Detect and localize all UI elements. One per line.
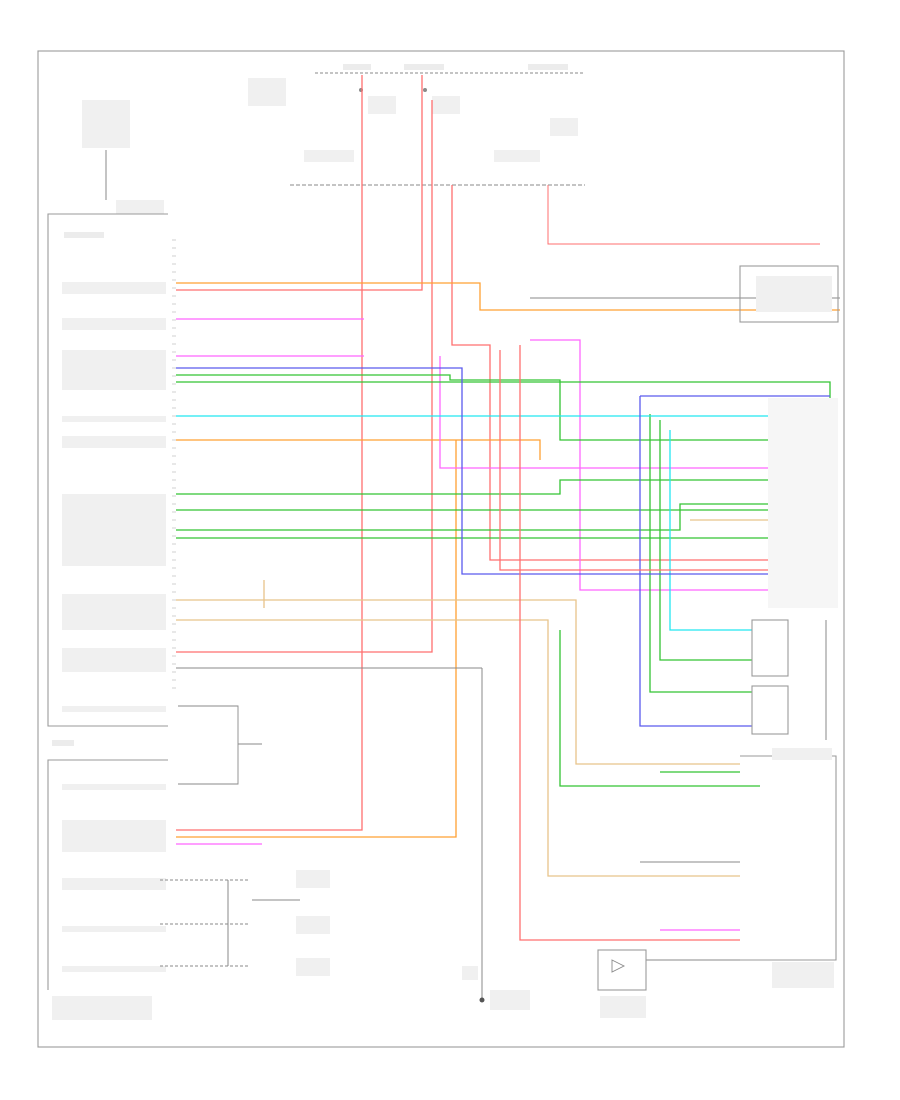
- wire-green-9: [559, 630, 760, 787]
- wire-yellow-2: [176, 619, 740, 877]
- fuse-block: [248, 64, 578, 162]
- speaker-module: [751, 619, 827, 740]
- wire-green-7: [659, 420, 752, 661]
- wire-cyan-2: [669, 430, 752, 631]
- wire-red-2: [499, 350, 830, 571]
- wire-pink-5: [530, 339, 830, 591]
- radio-pin-labels: [62, 282, 166, 972]
- wire-green-1: [176, 374, 830, 441]
- wire-pink-4: [439, 356, 830, 469]
- wire-red-bus: [547, 185, 820, 245]
- wire-red-feed-1: [176, 75, 363, 831]
- wire-blue-1: [176, 367, 830, 575]
- speaker-connector: [768, 398, 838, 608]
- radio: [47, 213, 168, 1020]
- wire-red-amp: [519, 345, 740, 941]
- antenna: [597, 949, 647, 1018]
- ground: [462, 668, 530, 1010]
- amplifier: [740, 748, 837, 988]
- radio-connector-pins: [172, 239, 176, 689]
- wires: [176, 75, 840, 961]
- wire-cyan-1: [176, 415, 831, 456]
- twisted-pair: [178, 705, 262, 785]
- diagram-frame: [37, 50, 845, 1048]
- wire-red-feed-3: [176, 100, 433, 653]
- wire-orange-3: [176, 440, 457, 838]
- wire-green-5: [176, 503, 830, 531]
- antenna-top: [82, 100, 164, 214]
- module-top-right: [739, 265, 839, 323]
- wire-red-feed-4: [451, 185, 830, 561]
- wire-blue-3: [639, 396, 752, 727]
- wire-orange-1: [176, 282, 840, 311]
- wire-red-feed-2: [176, 75, 423, 291]
- wire-orange-2: [176, 439, 541, 460]
- steering-controls: [160, 870, 330, 976]
- wire-green-8: [649, 414, 752, 693]
- wire-green-3: [176, 479, 830, 495]
- wire-green-2: [176, 381, 831, 430]
- wire-yellow-1: [176, 599, 740, 765]
